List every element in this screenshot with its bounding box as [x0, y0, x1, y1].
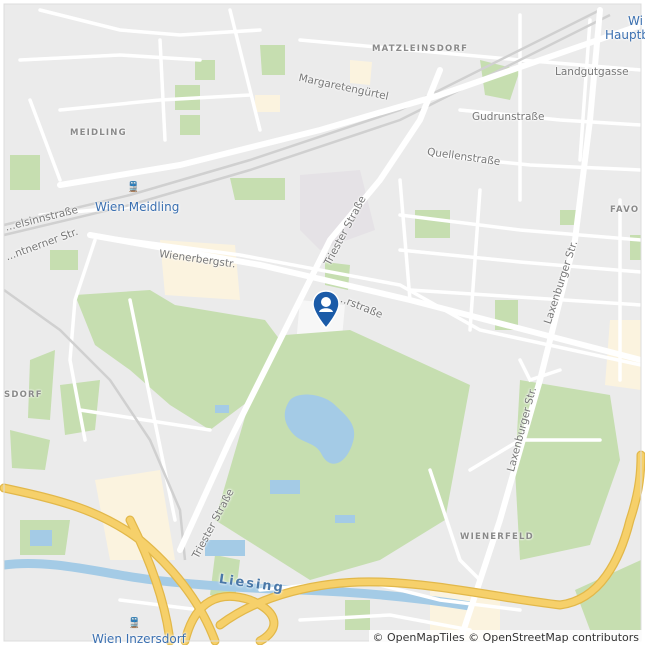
map-pin-icon: [312, 290, 340, 330]
motorway: [0, 451, 645, 645]
location-marker[interactable]: [311, 290, 341, 330]
pond: [270, 480, 300, 494]
park-area: [180, 115, 200, 135]
industrial-area: [300, 170, 375, 250]
park-area: [260, 45, 285, 75]
residential-area: [255, 95, 280, 112]
pond: [335, 515, 355, 523]
pond: [205, 540, 245, 556]
park-area: [575, 560, 641, 630]
map-attribution[interactable]: © OpenMapTiles © OpenStreetMap contribut…: [368, 630, 643, 645]
park-area: [10, 430, 50, 470]
park-area: [28, 350, 55, 420]
park-area: [10, 155, 40, 190]
river-liesing: [3, 558, 471, 611]
park-area: [345, 600, 370, 630]
pond: [215, 405, 229, 413]
park-area: [50, 250, 78, 270]
map-frame: [3, 3, 642, 642]
pond: [30, 530, 52, 546]
park-area: [230, 178, 285, 200]
park-area: [515, 380, 620, 560]
park-area: [75, 290, 280, 430]
major-roads: [57, 7, 644, 644]
residential-area: [95, 470, 175, 560]
pond: [284, 394, 355, 464]
residential-area: [350, 60, 372, 85]
park-area: [195, 60, 215, 80]
park-area: [415, 210, 450, 238]
